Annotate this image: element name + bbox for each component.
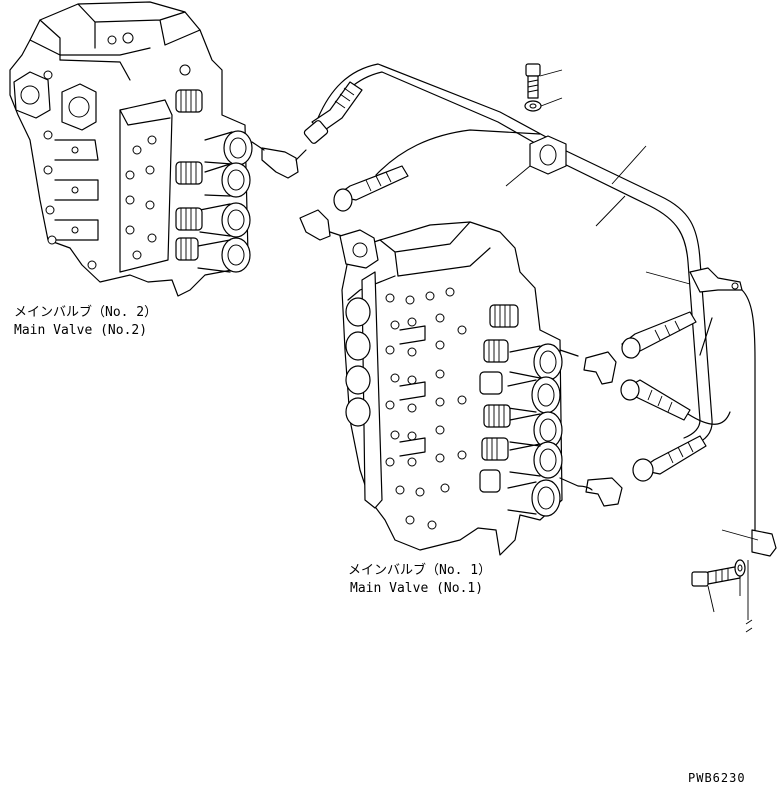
steel-pipe [529,135,777,633]
middle-hose [299,129,541,241]
upper-hose [295,63,549,161]
leader-lines [505,69,759,613]
lower-bolt [691,559,746,587]
valve-no1-label-en: Main Valve (No.1) [350,581,483,596]
valve-no2-label-en: Main Valve (No.2) [14,323,147,338]
drawing-code: PWB6230 [688,771,746,785]
valve-no2-label-jp: メインバルブ（No. 2） [14,304,157,320]
main-valve-no2 [9,1,299,297]
upper-bolt [524,63,542,112]
main-valve-no1 [339,221,593,556]
valve-no1-label-jp: メインバルブ（No. 1） [348,562,491,578]
right-hoses [583,311,731,507]
